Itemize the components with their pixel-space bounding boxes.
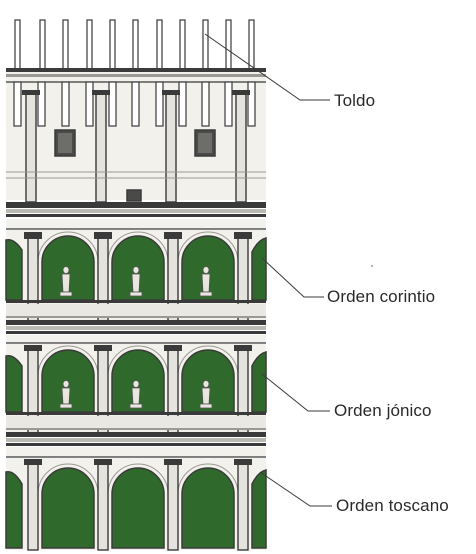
- leader-line-jonico: [261, 373, 330, 412]
- toldo-masts: [14, 19, 255, 71]
- ionic-storey: [5, 344, 267, 435]
- label-orden-jonico: Orden jónico: [334, 401, 432, 420]
- statues-corinthian: [59, 266, 213, 297]
- label-orden-toscano: Orden toscano: [336, 496, 449, 515]
- corinthian-storey: [5, 230, 267, 323]
- cornice-middle: [6, 320, 266, 344]
- statues-ionic: [59, 380, 213, 409]
- label-toldo: Toldo: [334, 91, 376, 110]
- leader-line-toscano: [259, 471, 332, 507]
- leader-lines: [204, 33, 332, 507]
- attic-level: [6, 19, 266, 203]
- corbels: [13, 81, 256, 127]
- cornice-upper: [6, 202, 266, 230]
- leader-line-toldo: [204, 33, 330, 101]
- tuscan-storey: [5, 458, 267, 551]
- cornice-lower: [6, 432, 266, 458]
- label-orden-corintio: Orden corintio: [327, 287, 436, 306]
- leader-line-corintio: [261, 257, 324, 298]
